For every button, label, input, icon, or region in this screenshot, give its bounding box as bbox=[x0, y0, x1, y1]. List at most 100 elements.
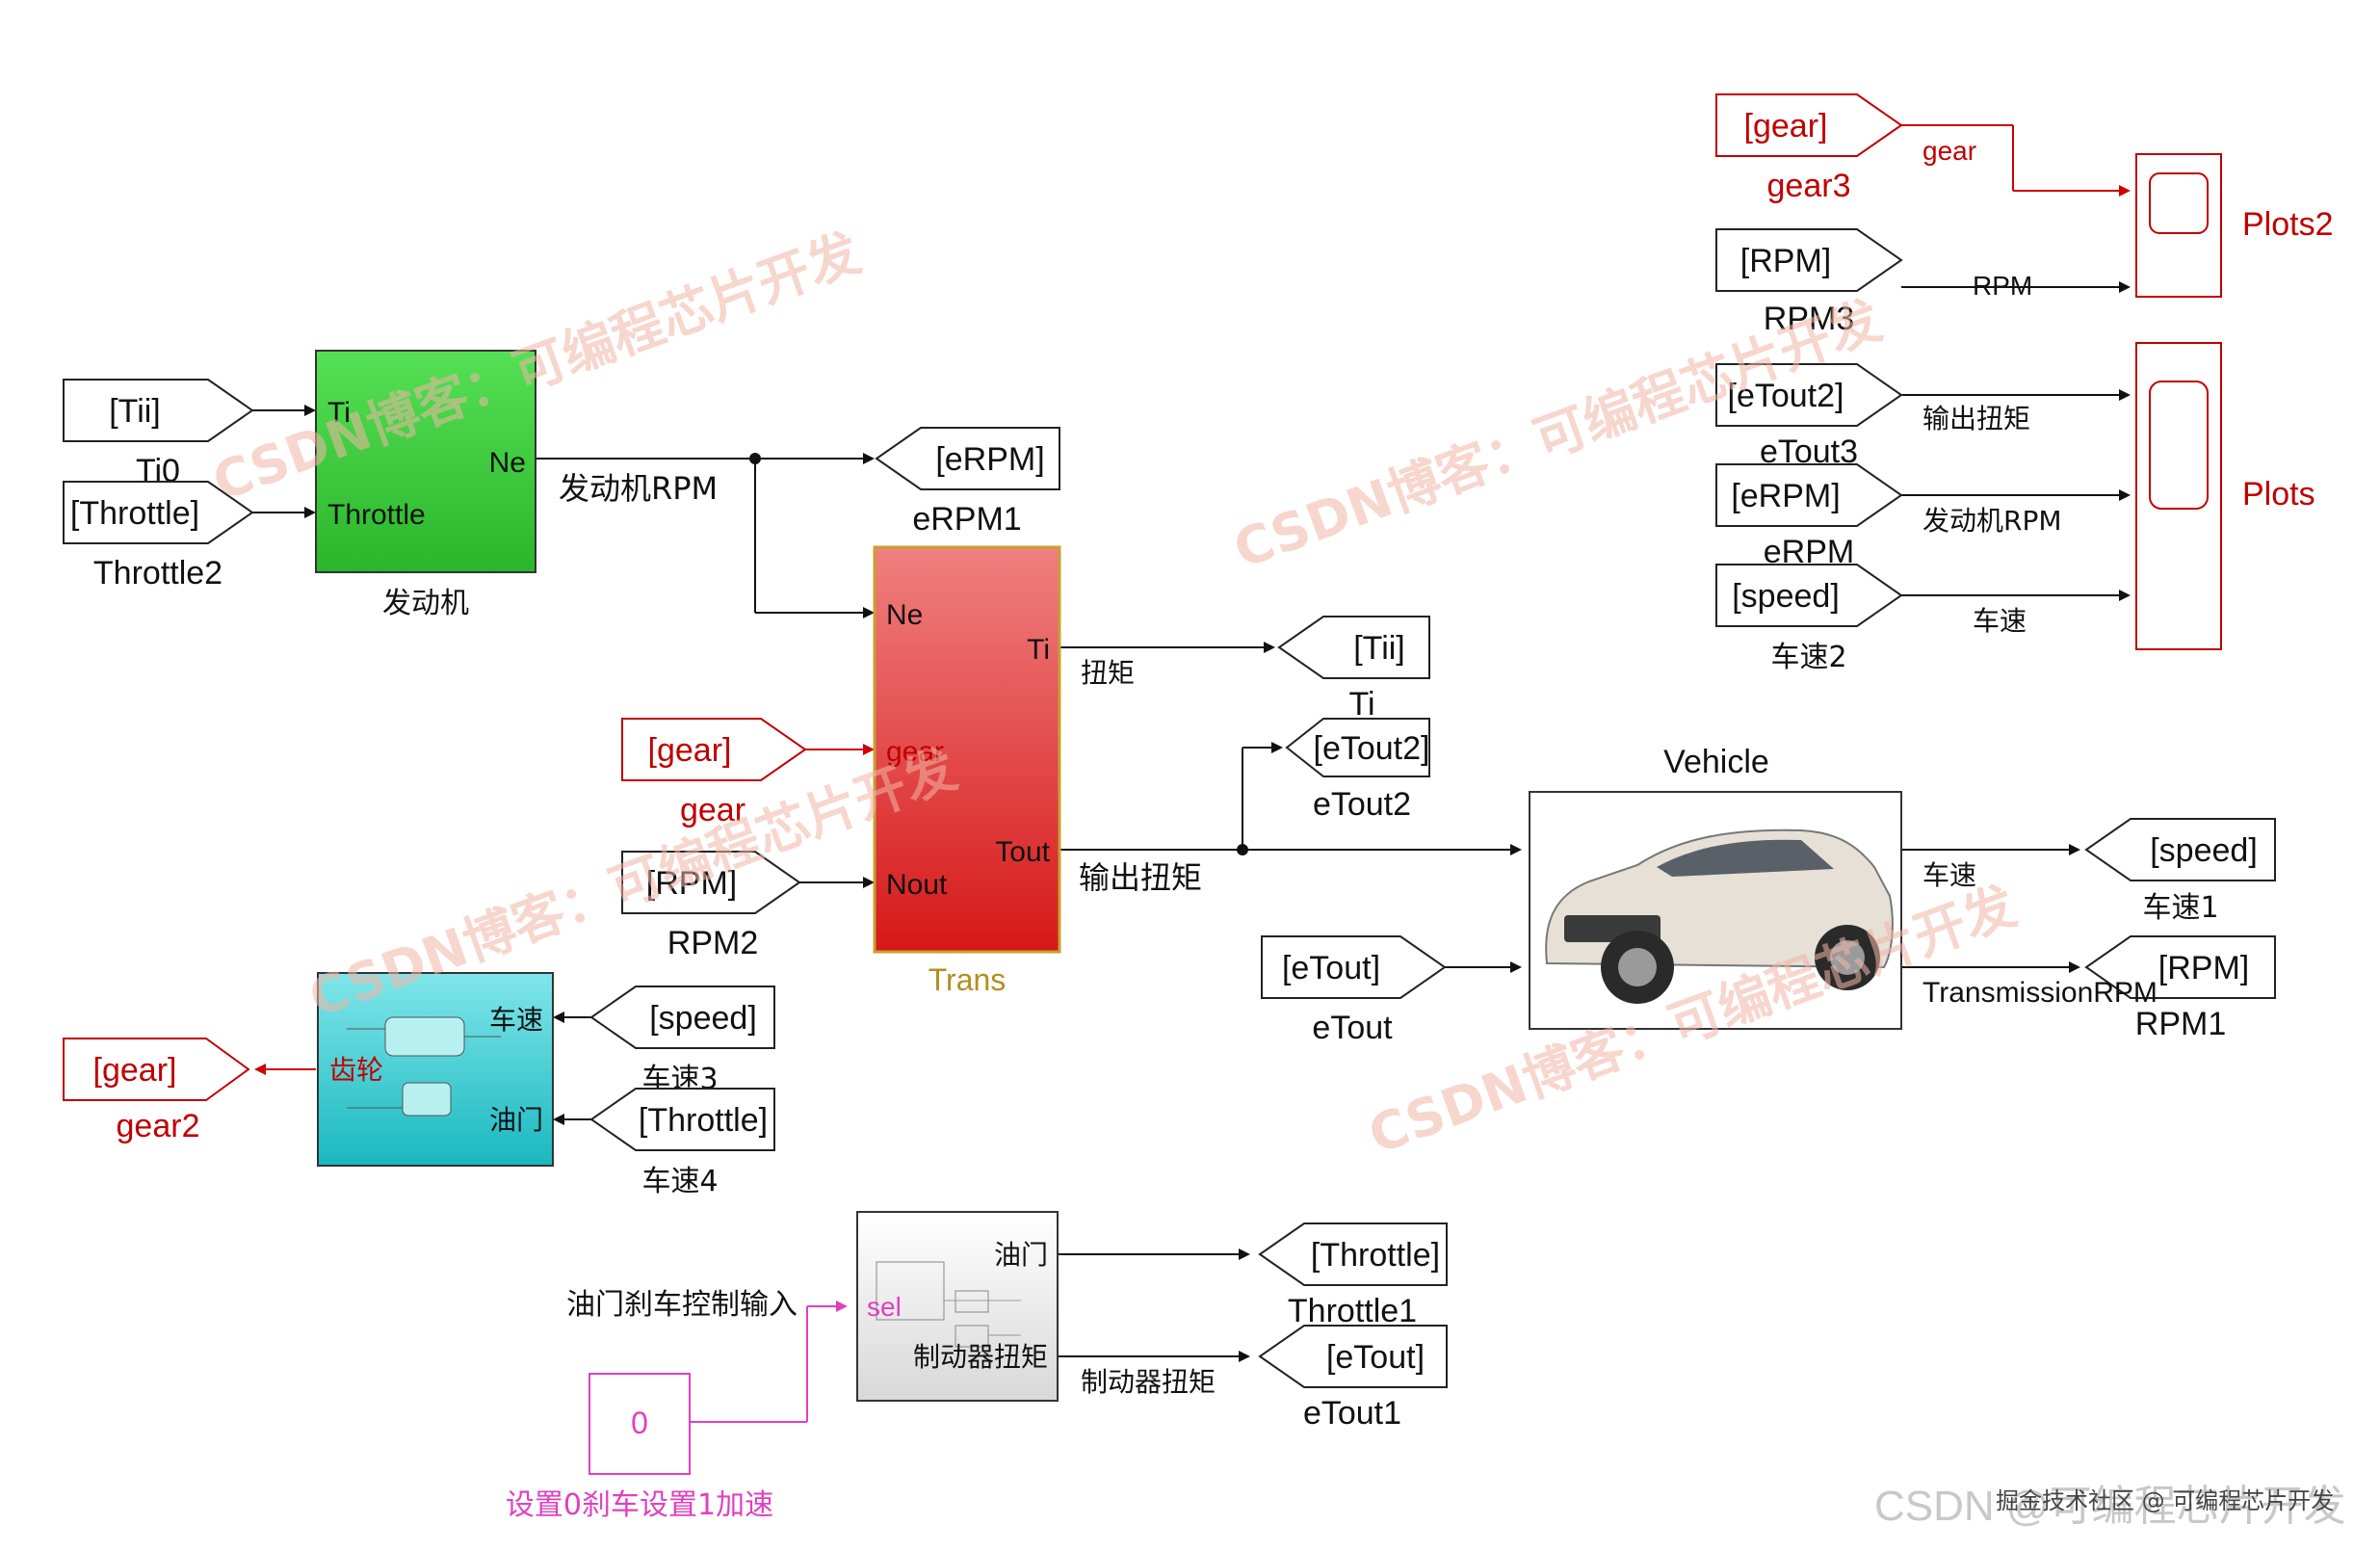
from-tag-rpm3-text: [RPM] bbox=[1740, 243, 1831, 279]
from-tag-speed2-text: [speed] bbox=[1732, 578, 1840, 615]
signal-scope-rpm: RPM bbox=[1973, 271, 2032, 301]
from-tag-tii-text: [Tii] bbox=[109, 393, 161, 430]
goto-tag-throttle-name: Throttle1 bbox=[1288, 1293, 1417, 1329]
from-tag-etout[interactable]: [eTout] bbox=[1261, 935, 1447, 999]
red-wires bbox=[254, 124, 2131, 1075]
from-tag-throttle2[interactable]: [Throttle] bbox=[589, 1088, 775, 1151]
goto-tag-erpm[interactable]: [eRPM] bbox=[875, 427, 1060, 490]
brake-port-throttle: 油门 bbox=[994, 1239, 1048, 1271]
signal-torque: 扭矩 bbox=[1081, 657, 1135, 689]
trans-port-ti: Ti bbox=[1027, 634, 1050, 666]
from-tag-etout-text: [eTout] bbox=[1282, 950, 1380, 986]
watermark: CSDN博客：可编程芯片开发 bbox=[301, 738, 964, 1029]
goto-tag-tii-text: [Tii] bbox=[1353, 630, 1405, 667]
gearbox-port-throttle: 油门 bbox=[489, 1104, 543, 1136]
branch-point bbox=[749, 453, 761, 464]
from-tag-speed2-name: 车速2 bbox=[1770, 641, 1846, 674]
watermark: CSDN博客：可编程芯片开发 bbox=[205, 222, 868, 513]
from-tag-throttle-name: Throttle2 bbox=[93, 555, 222, 591]
trans-block[interactable]: Ne gear Nout Ti Tout bbox=[873, 545, 1061, 954]
brake-port-sel: sel bbox=[867, 1292, 902, 1322]
scope-plots2-label: Plots2 bbox=[2242, 206, 2334, 243]
from-tag-tii[interactable]: [Tii] bbox=[63, 379, 254, 442]
signal-throttle-brake-input: 油门刹车控制输入 bbox=[566, 1288, 798, 1322]
from-tag-rpm3-name: RPM3 bbox=[1764, 301, 1854, 337]
branch-point bbox=[1237, 844, 1248, 855]
engine-port-ti: Ti bbox=[327, 397, 351, 429]
goto-tag-etout[interactable]: [eTout] bbox=[1258, 1325, 1448, 1388]
goto-tag-etout-name: eTout1 bbox=[1303, 1395, 1401, 1432]
signal-brake-torque: 制动器扭矩 bbox=[1081, 1366, 1216, 1398]
engine-port-ne: Ne bbox=[489, 447, 526, 479]
signal-output-torque: 输出扭矩 bbox=[1079, 859, 1202, 896]
goto-tag-tii-name: Ti bbox=[1348, 686, 1374, 723]
signal-transmission-rpm: TransmissionRPM bbox=[1922, 977, 2158, 1009]
gearbox-block[interactable]: 齿轮 车速 油门 bbox=[317, 972, 554, 1167]
constant-label: 设置0刹车设置1加速 bbox=[506, 1488, 773, 1522]
brake-block[interactable]: sel 油门 制动器扭矩 bbox=[856, 1211, 1059, 1402]
from-tag-gear-text: [gear] bbox=[648, 732, 732, 769]
signal-scope-engine-rpm: 发动机RPM bbox=[1922, 505, 2062, 537]
trans-block-label: Trans bbox=[928, 962, 1007, 997]
from-tag-erpm-text: [eRPM] bbox=[1731, 478, 1840, 514]
goto-tag-speed-name: 车速1 bbox=[2142, 891, 2218, 925]
brake-port-torque: 制动器扭矩 bbox=[913, 1341, 1048, 1373]
scope-plots-label: Plots bbox=[2242, 476, 2315, 513]
vehicle-block[interactable] bbox=[1529, 791, 1902, 1030]
from-tag-gear[interactable]: [gear] bbox=[621, 718, 807, 781]
trans-port-nout: Nout bbox=[886, 869, 948, 901]
goto-tag-speed-text: [speed] bbox=[2150, 832, 2258, 869]
from-tag-gear3-name: gear3 bbox=[1767, 168, 1851, 204]
signal-scope-out-torque: 输出扭矩 bbox=[1922, 403, 2030, 434]
goto-tag-erpm-text: [eRPM] bbox=[935, 441, 1044, 478]
from-tag-gear-name: gear bbox=[680, 792, 745, 828]
from-tag-gear3[interactable]: [gear] bbox=[1715, 93, 1903, 157]
constant-value: 0 bbox=[631, 1406, 648, 1440]
goto-tag-erpm-name: eRPM1 bbox=[912, 501, 1021, 538]
vehicle-title: Vehicle bbox=[1663, 744, 1769, 780]
signal-scope-gear: gear bbox=[1922, 136, 1976, 166]
from-tag-speed-text: [speed] bbox=[649, 1000, 757, 1037]
from-tag-erpm[interactable]: [eRPM] bbox=[1715, 463, 1903, 527]
trans-port-gear: gear bbox=[886, 736, 944, 768]
from-tag-rpm3[interactable]: [RPM] bbox=[1715, 228, 1903, 292]
signal-engine-rpm: 发动机RPM bbox=[559, 470, 718, 507]
from-tag-etout-name: eTout bbox=[1312, 1010, 1393, 1046]
goto-tag-throttle[interactable]: [Throttle] bbox=[1258, 1222, 1448, 1286]
goto-tag-etout2-text: [eTout2] bbox=[1314, 730, 1430, 767]
goto-tag-etout-text: [eTout] bbox=[1326, 1339, 1425, 1376]
from-tag-speed[interactable]: [speed] bbox=[589, 986, 775, 1049]
from-tag-etout2-text: [eTout2] bbox=[1728, 378, 1844, 414]
magenta-wires bbox=[690, 1301, 848, 1423]
goto-tag-gear2-text: [gear] bbox=[93, 1052, 177, 1089]
goto-tag-gear2[interactable]: [gear] bbox=[63, 1038, 250, 1101]
signal-scope-speed: 车速 bbox=[1973, 605, 2027, 637]
from-tag-speed2[interactable]: [speed] bbox=[1715, 564, 1903, 627]
scope-plots2[interactable] bbox=[2135, 153, 2222, 298]
from-tag-throttle[interactable]: [Throttle] bbox=[63, 481, 254, 544]
scope-plots[interactable] bbox=[2135, 342, 2222, 650]
goto-tag-throttle-text: [Throttle] bbox=[1311, 1237, 1440, 1274]
from-tag-throttle2-text: [Throttle] bbox=[639, 1102, 768, 1139]
from-tag-rpm[interactable]: [RPM] bbox=[621, 851, 801, 914]
constant-block[interactable]: 0 bbox=[588, 1373, 691, 1475]
from-tag-rpm-text: [RPM] bbox=[646, 865, 737, 902]
from-tag-rpm-name: RPM2 bbox=[667, 925, 758, 961]
wires bbox=[252, 281, 2131, 1362]
from-tag-etout2[interactable]: [eTout2] bbox=[1715, 363, 1903, 427]
goto-tag-speed[interactable]: [speed] bbox=[2084, 818, 2276, 881]
engine-block[interactable]: Ti Throttle Ne bbox=[315, 350, 536, 573]
from-tag-gear3-text: [gear] bbox=[1744, 108, 1828, 145]
goto-tag-etout2-name: eTout2 bbox=[1313, 786, 1411, 823]
goto-tag-etout2[interactable]: [eTout2] bbox=[1285, 718, 1430, 777]
signal-speed: 车速 bbox=[1922, 859, 1976, 891]
gearbox-port-gear: 齿轮 bbox=[329, 1054, 383, 1086]
goto-tag-rpm-name: RPM1 bbox=[2135, 1006, 2226, 1042]
footer-watermark: 掘金技术社区 @ 可编程芯片开发 bbox=[1996, 1487, 2334, 1514]
goto-tag-tii[interactable]: [Tii] bbox=[1277, 616, 1430, 679]
footer-watermark-big: CSDN @可编程芯片开发 bbox=[1874, 1483, 2346, 1530]
gearbox-port-speed: 车速 bbox=[489, 1004, 543, 1036]
goto-tag-rpm[interactable]: [RPM] bbox=[2084, 935, 2276, 999]
goto-tag-rpm-text: [RPM] bbox=[2158, 950, 2249, 986]
trans-port-tout: Tout bbox=[995, 836, 1050, 868]
